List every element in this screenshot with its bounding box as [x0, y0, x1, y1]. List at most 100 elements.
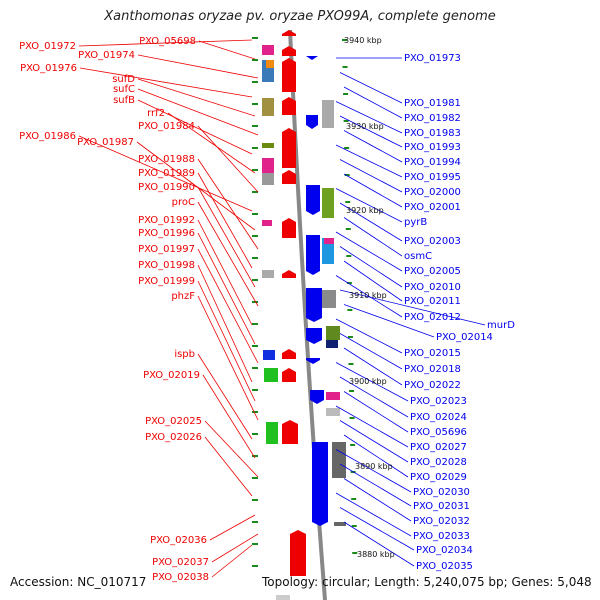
left-leader-line — [197, 158, 259, 250]
left-leader-line — [197, 295, 259, 421]
left-gene-label: PXO_01990 — [138, 182, 195, 193]
left-leader-line — [137, 88, 259, 136]
feature-block — [262, 220, 272, 226]
right-leader-line — [339, 72, 403, 104]
right-gene-label: PXO_02003 — [404, 236, 461, 247]
right-gene-label: PXO_02022 — [404, 380, 461, 391]
left-gene-label: PXO_02019 — [143, 370, 200, 381]
feature-block — [322, 238, 334, 264]
reverse-gene-arrow — [306, 235, 320, 275]
right-leader-line — [335, 318, 403, 354]
feature-block — [322, 290, 336, 308]
right-gene-label: PXO_01993 — [404, 142, 461, 153]
right-gene-label: PXO_02033 — [413, 531, 470, 542]
right-leader-line — [343, 260, 403, 302]
left-leader-line — [79, 67, 253, 98]
left-gene-label: PXO_01984 — [138, 121, 195, 132]
kbp-mark-label: 3880 kbp — [357, 550, 395, 559]
left-leader-line — [197, 219, 253, 326]
reverse-gene-arrow — [312, 442, 328, 526]
left-leader-line — [78, 135, 253, 212]
right-leader-line — [339, 115, 403, 148]
left-leader-line — [78, 39, 253, 47]
left-leader-line — [137, 54, 259, 79]
kbp-mark-label: 3930 kbp — [346, 122, 384, 131]
right-gene-label: PXO_02024 — [410, 412, 467, 423]
feature-block — [322, 100, 334, 128]
forward-gene-arrow — [282, 218, 296, 238]
forward-gene-arrow — [282, 128, 296, 168]
forward-gene-arrow — [290, 530, 306, 576]
right-gene-label: PXO_01981 — [404, 98, 461, 109]
right-leader-line — [339, 246, 403, 288]
right-leader-line — [343, 434, 409, 478]
feature-block — [262, 270, 274, 278]
left-leader-line — [197, 264, 253, 383]
right-leader-line — [335, 449, 412, 493]
forward-gene-arrow — [282, 349, 296, 359]
reverse-gene-arrow — [306, 115, 318, 129]
right-leader-line — [343, 217, 403, 257]
left-leader-line — [211, 544, 253, 578]
right-leader-line — [343, 86, 403, 119]
left-gene-label: PXO_01997 — [138, 244, 195, 255]
reverse-gene-arrow — [306, 56, 318, 60]
right-leader-line — [339, 202, 403, 242]
kbp-mark-label: 3900 kbp — [349, 377, 387, 386]
right-gene-label: PXO_02028 — [410, 457, 467, 468]
left-gene-label: sufB — [113, 95, 135, 106]
right-gene-label: PXO_01995 — [404, 172, 461, 183]
right-gene-label: PXO_02035 — [416, 561, 473, 572]
feature-block — [332, 442, 346, 478]
forward-gene-arrow — [282, 46, 296, 56]
right-leader-line — [343, 173, 403, 208]
left-gene-label: rrf2 — [147, 108, 165, 119]
kbp-mark-label: 3940 kbp — [344, 36, 382, 45]
left-gene-label: proC — [172, 197, 195, 208]
right-gene-label: PXO_02027 — [410, 442, 467, 453]
left-leader-line — [211, 533, 259, 563]
right-gene-label: PXO_02018 — [404, 364, 461, 375]
right-gene-label: PXO_01982 — [404, 113, 461, 124]
reverse-gene-arrow — [306, 358, 320, 364]
left-gene-label: PXO_01998 — [138, 260, 195, 271]
left-leader-line — [209, 514, 256, 541]
left-gene-label: PXO_01999 — [138, 276, 195, 287]
left-gene-label: phzF — [171, 291, 195, 302]
right-gene-label: PXO_02034 — [416, 545, 473, 556]
feature-block — [324, 238, 334, 244]
left-leader-line — [137, 78, 256, 117]
feature-block — [262, 143, 274, 148]
forward-gene-arrow — [282, 368, 296, 382]
forward-gene-arrow — [282, 170, 296, 184]
right-gene-label: murD — [487, 320, 515, 331]
feature-block — [326, 326, 340, 340]
forward-gene-arrow — [282, 30, 296, 36]
right-gene-label: pyrB — [404, 217, 427, 228]
left-leader-line — [197, 353, 253, 440]
map-title: Xanthomonas oryzae pv. oryzae PXO99A, co… — [104, 9, 496, 24]
reverse-gene-arrow — [306, 185, 320, 215]
right-leader-line — [339, 376, 409, 418]
feature-block — [262, 98, 274, 116]
left-gene-label: PXO_01992 — [138, 215, 195, 226]
left-gene-label: PXO_02038 — [152, 572, 209, 583]
feature-block — [326, 392, 340, 400]
left-leader-line — [137, 99, 253, 155]
right-gene-label: PXO_02014 — [436, 332, 493, 343]
right-gene-label: PXO_01973 — [404, 53, 461, 64]
left-gene-label: PXO_02025 — [145, 416, 202, 427]
right-gene-label: PXO_02012 — [404, 312, 461, 323]
right-gene-label: PXO_02029 — [410, 472, 467, 483]
feature-block — [262, 45, 274, 55]
topology-text: Topology: circular; Length: 5,240,075 bp… — [262, 575, 592, 589]
left-gene-label: PXO_02026 — [145, 432, 202, 443]
left-leader-line — [197, 248, 259, 364]
right-gene-label: PXO_02000 — [404, 187, 461, 198]
left-leader-line — [167, 112, 256, 174]
right-leader-line — [335, 188, 403, 223]
right-leader-line — [343, 304, 435, 338]
right-leader-line — [339, 159, 403, 193]
left-leader-line — [197, 172, 253, 269]
